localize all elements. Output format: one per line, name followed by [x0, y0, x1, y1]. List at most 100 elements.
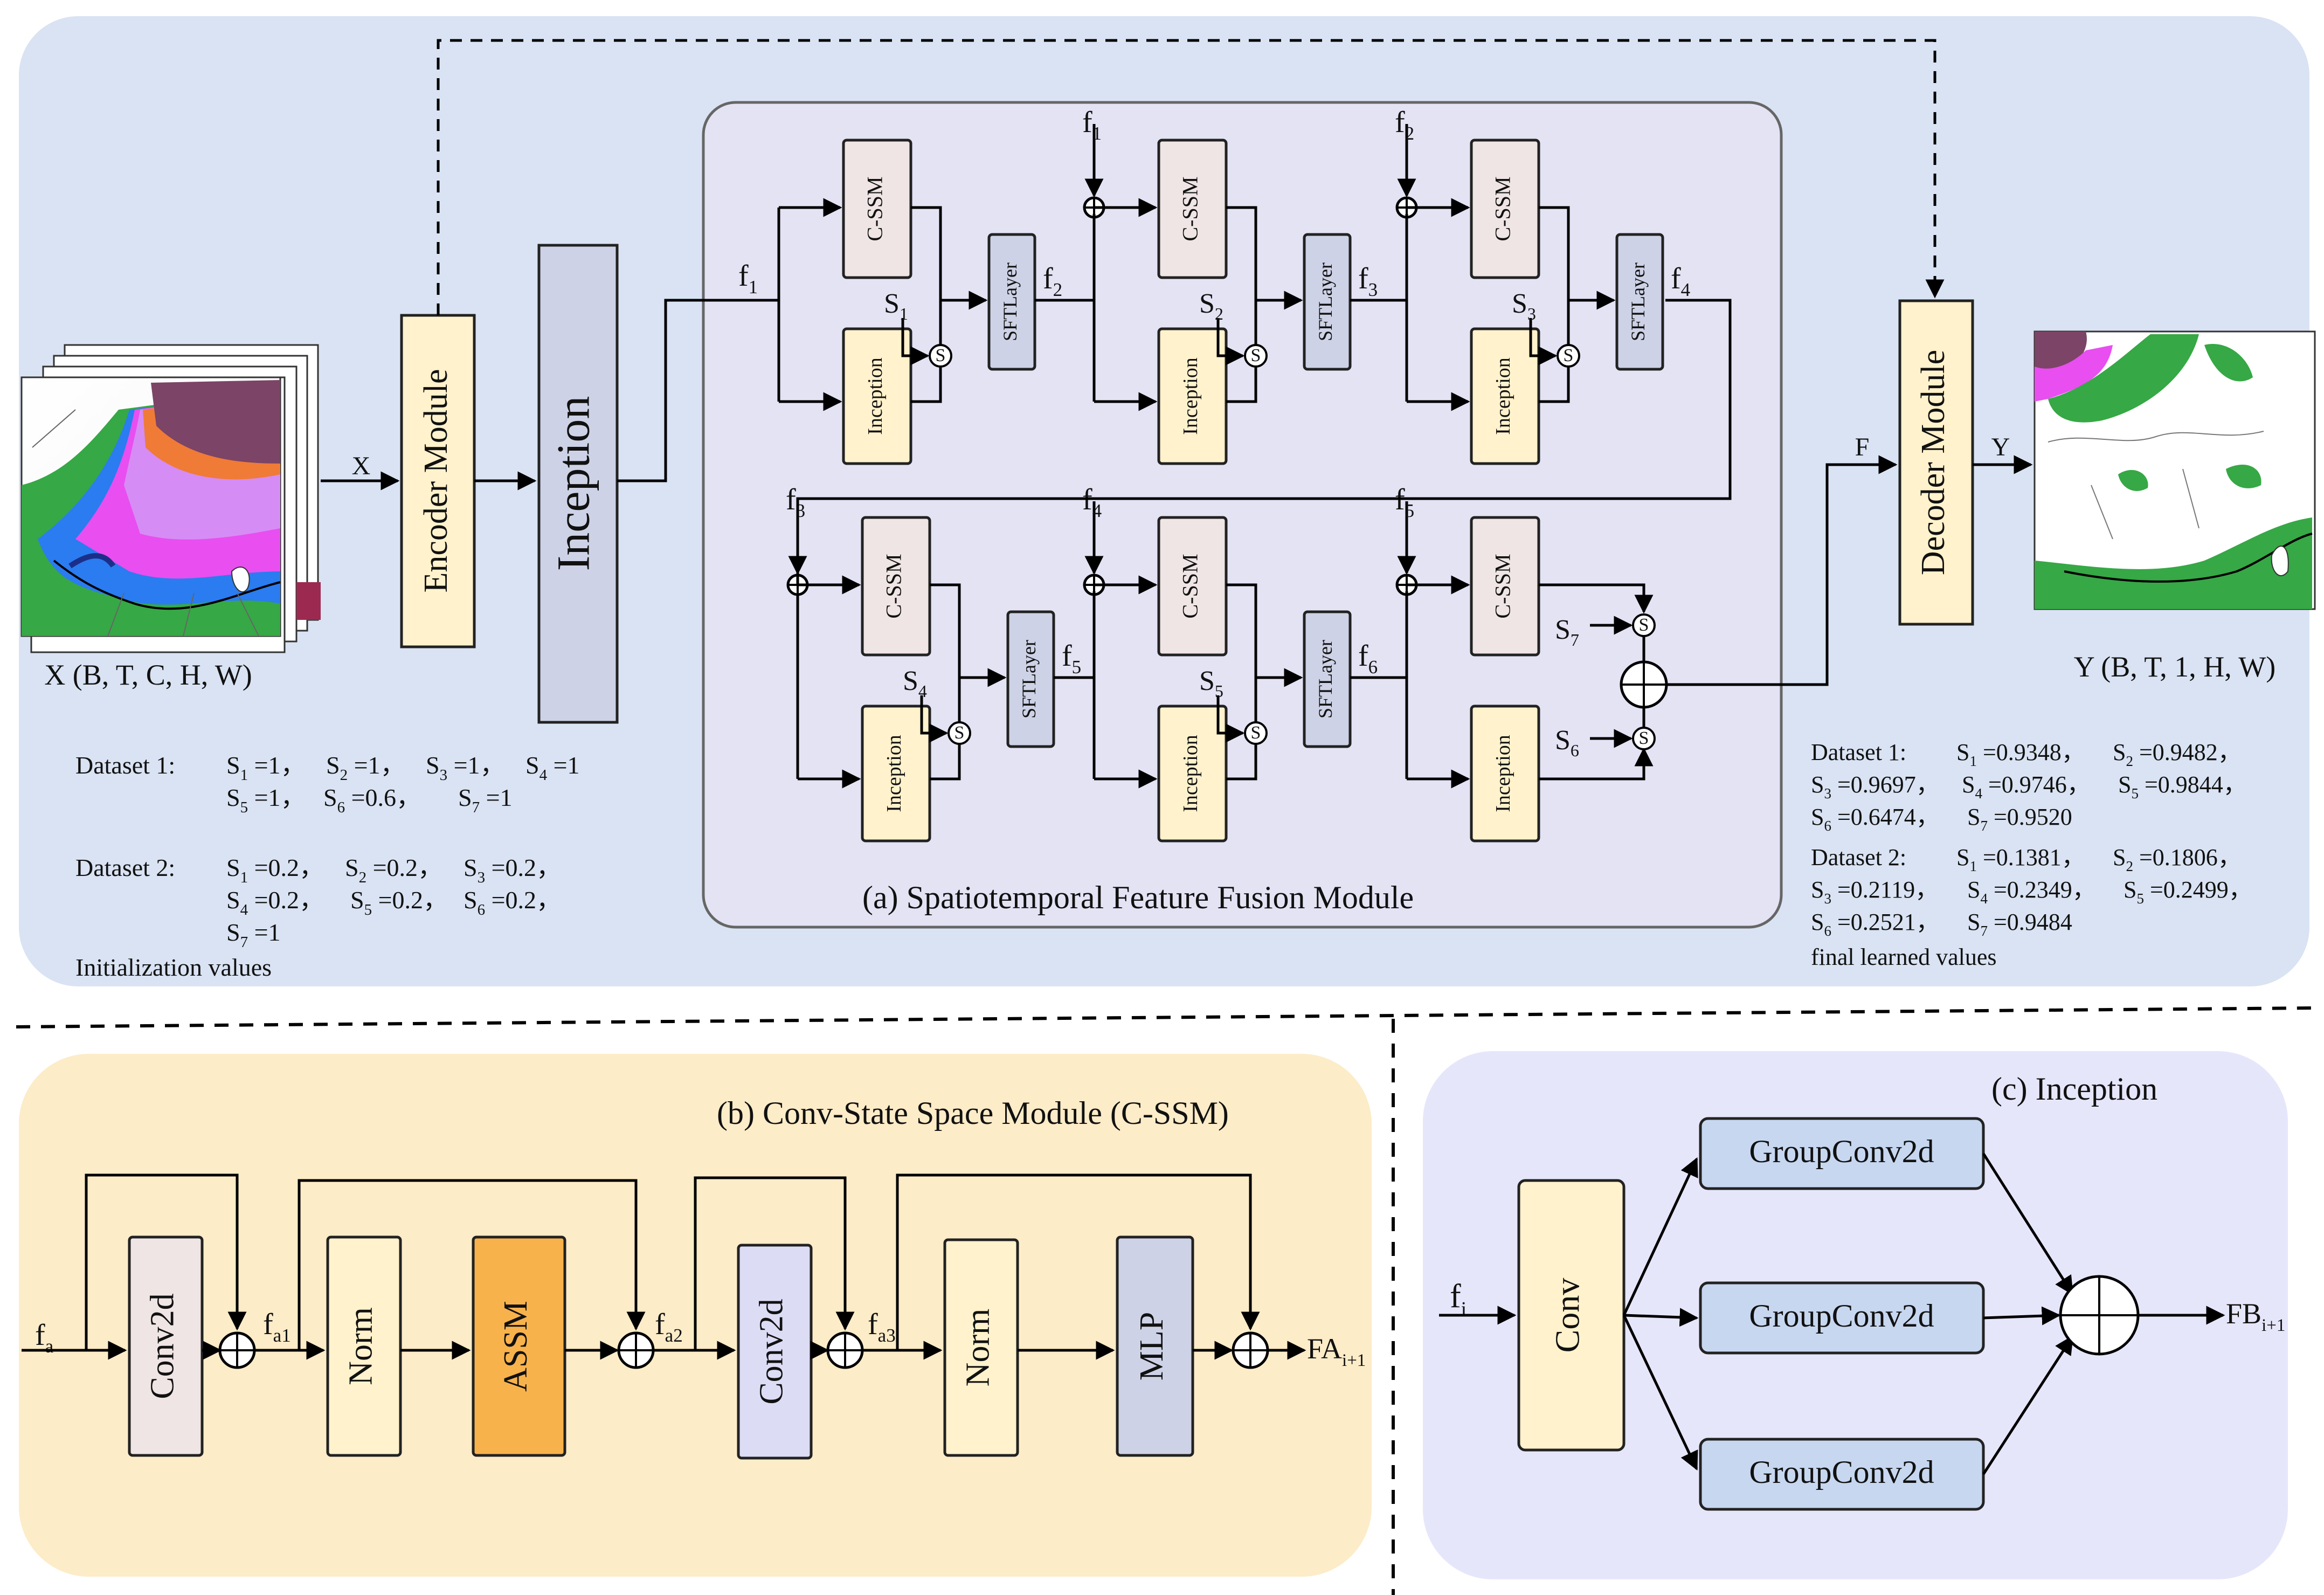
connector-path — [1539, 747, 1654, 781]
final-value: S1 =0.1381， — [1956, 844, 2085, 874]
cssm-label: C-SSM — [882, 554, 906, 618]
init-value: S3 =1， — [426, 751, 505, 784]
connector-path — [920, 695, 949, 743]
sftlayer-label: SFTLayer — [999, 263, 1021, 341]
final-dataset1-label: Dataset 1: — [1811, 739, 1906, 765]
init-value: S2 =1， — [326, 751, 405, 784]
inception-small-block[interactable] — [1470, 327, 1540, 465]
inception-main-block[interactable] — [537, 244, 619, 724]
f-out-label: f2 — [1043, 262, 1062, 300]
group-conv2d-label: GroupConv2d — [1749, 1134, 1934, 1169]
inception-small-label: Inception — [883, 735, 905, 812]
connector-path — [896, 1173, 1260, 1350]
final-value: S4 =0.9746， — [1962, 771, 2091, 802]
connector-path — [694, 1176, 855, 1350]
csm-norm-2-block[interactable] — [943, 1238, 1019, 1457]
inception-main-label: Inception — [548, 396, 599, 571]
decoder-module-block[interactable] — [1898, 299, 1974, 626]
inception-small-block[interactable] — [842, 327, 912, 465]
connector-path — [911, 367, 942, 403]
scale-node-label: S — [1251, 723, 1261, 743]
cssm-label: C-SSM — [1178, 176, 1202, 241]
final-value: S5 =0.2499， — [2124, 876, 2252, 907]
final-value: S2 =0.1806， — [2113, 844, 2242, 874]
cssm-label: C-SSM — [1491, 176, 1515, 241]
dashed-separator-horizontal — [16, 1006, 2313, 1028]
connector-path — [85, 1173, 247, 1350]
inc-conv-label: Conv — [1548, 1278, 1587, 1353]
csm-title: (b) Conv-State Space Module (C-SSM) — [717, 1095, 1229, 1131]
init-dataset2-label: Dataset 2: — [75, 854, 175, 881]
scale-node-label: S — [1564, 346, 1574, 365]
connector-line — [1622, 1157, 1698, 1316]
output-map — [2034, 330, 2316, 610]
inception-title: (c) Inception — [1991, 1071, 2157, 1107]
csm-mlp-block[interactable] — [1116, 1235, 1194, 1457]
x-arrow-label: X — [352, 452, 371, 480]
s6-label: S6 — [1555, 725, 1579, 760]
init-value: S6 =0.6， — [323, 784, 421, 816]
inception-small-block[interactable] — [861, 705, 931, 843]
inception-small-label: Inception — [1179, 735, 1202, 812]
sftlayer-block[interactable] — [1615, 233, 1664, 371]
inception-small-label: Inception — [1492, 735, 1514, 812]
input-shape-label: X (B, T, C, H, W) — [44, 659, 252, 691]
scale-node-s7-label: S — [1639, 615, 1649, 635]
inception-small-block[interactable] — [1157, 327, 1228, 465]
scale-node-label: S — [936, 346, 946, 365]
sftlayer-block[interactable] — [1303, 233, 1352, 371]
connector-path — [1216, 695, 1245, 743]
final-value: S7 =0.9484 — [1967, 909, 2072, 939]
final-learned-values: Dataset 1:S1 =0.9348，S2 =0.9482，S3 =0.96… — [1811, 739, 2252, 970]
sftlayer-label: SFTLayer — [1315, 640, 1336, 719]
connector-path — [1350, 214, 1408, 302]
connector-path — [1529, 318, 1558, 365]
y-arrow-label: Y — [1991, 433, 2010, 461]
output-shape-label: Y (B, T, 1, H, W) — [2074, 651, 2275, 683]
connector-path — [958, 668, 1007, 722]
input-map-stack — [20, 344, 321, 653]
sffm-caption: (a) Spatiotemporal Feature Fusion Module — [862, 880, 1414, 915]
connector-path — [1254, 291, 1303, 345]
connector-path — [1567, 291, 1616, 345]
final-caption: final learned values — [1811, 944, 1997, 970]
s-label: S1 — [884, 288, 908, 323]
final-dataset2-label: Dataset 2: — [1811, 844, 1906, 871]
inception-small-block[interactable] — [1157, 705, 1228, 843]
init-dataset1-label: Dataset 1: — [75, 751, 175, 779]
final-value: S4 =0.2349， — [1967, 876, 2096, 907]
final-value: S2 =0.9482， — [2113, 739, 2242, 769]
final-value: S3 =0.2119， — [1811, 876, 1939, 907]
connector-path — [901, 318, 930, 365]
connector-path — [1226, 367, 1257, 403]
inception-small-label: Inception — [1179, 357, 1202, 435]
csm-conv2d-1-block[interactable] — [128, 1235, 204, 1457]
connector-line — [1982, 1335, 2074, 1475]
inception-small-block[interactable] — [1470, 705, 1540, 843]
sftlayer-block[interactable] — [1303, 610, 1352, 748]
init-caption: Initialization values — [75, 954, 272, 981]
f1-input-label: f1 — [738, 259, 758, 298]
group-conv2d-label: GroupConv2d — [1749, 1454, 1934, 1490]
f-arrow-label: F — [1855, 433, 1870, 461]
csm-mlp-label: MLP — [1133, 1312, 1170, 1380]
connector-path — [1226, 744, 1257, 781]
sftlayer-block[interactable] — [1006, 610, 1055, 748]
csm-norm-1-block[interactable] — [326, 1235, 402, 1457]
connector-path — [939, 291, 988, 345]
sftlayer-block[interactable] — [987, 233, 1036, 371]
final-value: S3 =0.9697， — [1811, 771, 1940, 802]
csm-assm-block[interactable] — [472, 1235, 566, 1457]
connector-path — [1054, 591, 1096, 679]
csm-conv2d-2-label: Conv2d — [753, 1299, 790, 1404]
connector-path — [1350, 591, 1408, 679]
init-value: S1 =1， — [226, 751, 306, 784]
final-value: S5 =0.9844， — [2118, 771, 2247, 802]
init-value: S5 =1， — [226, 784, 306, 816]
csm-norm-2-label: Norm — [960, 1309, 997, 1387]
connector-path — [1216, 318, 1245, 365]
